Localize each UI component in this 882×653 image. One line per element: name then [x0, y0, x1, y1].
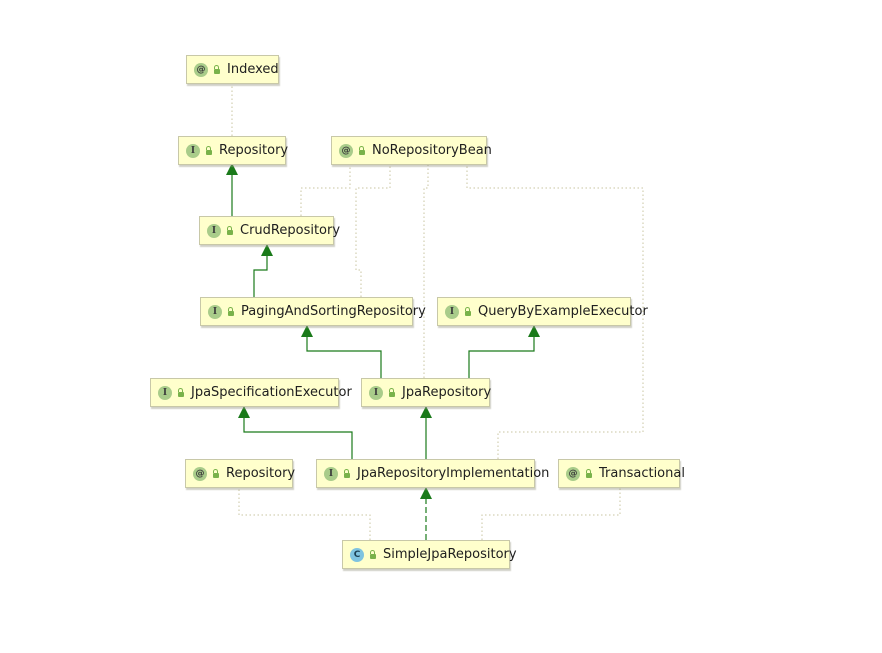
edge-paging-norepositorybean [355, 164, 391, 297]
node-label: JpaRepository [402, 385, 492, 400]
node-jpa-repository[interactable]: I JpaRepository [361, 378, 492, 407]
interface-icon: I [208, 304, 222, 319]
interface-icon: I [207, 223, 221, 238]
public-visibility-icon [358, 146, 366, 155]
node-label: Repository [219, 143, 289, 158]
edge-crud-norepositorybean [300, 164, 351, 216]
edge-jparepositoryimpl-norepositorybean [466, 164, 644, 459]
node-label: PagingAndSortingRepository [241, 304, 426, 319]
node-repository[interactable]: I Repository [178, 136, 289, 165]
annotation-icon: @ [194, 62, 208, 77]
edge-jparepository-norepositorybean [423, 164, 429, 378]
public-visibility-icon [205, 146, 213, 155]
edge-impl-extends-jpaspecification [238, 406, 353, 459]
annotation-icon: @ [566, 466, 580, 481]
public-visibility-icon [227, 307, 235, 316]
node-jpa-specification-executor[interactable]: I JpaSpecificationExecutor [150, 378, 352, 407]
public-visibility-icon [212, 469, 220, 478]
node-query-by-example-executor[interactable]: I QueryByExampleExecutor [437, 297, 648, 326]
node-simple-jpa-repository[interactable]: C SimpleJpaRepository [342, 540, 517, 569]
node-label: NoRepositoryBean [372, 143, 492, 158]
public-visibility-icon [388, 388, 396, 397]
annotation-icon: @ [339, 143, 353, 158]
edge-jparepository-extends-paging [301, 325, 382, 378]
node-jpa-repository-implementation[interactable]: I JpaRepositoryImplementation [316, 459, 549, 488]
node-no-repository-bean[interactable]: @ NoRepositoryBean [331, 136, 492, 165]
edge-jparepository-extends-querybyexample [468, 325, 540, 378]
public-visibility-icon [585, 469, 593, 478]
public-visibility-icon [213, 65, 221, 74]
public-visibility-icon [226, 226, 234, 235]
public-visibility-icon [464, 307, 472, 316]
node-label: CrudRepository [240, 223, 341, 238]
node-label: JpaSpecificationExecutor [191, 385, 352, 400]
class-icon: C [350, 547, 364, 562]
node-indexed[interactable]: @ Indexed [186, 55, 279, 84]
node-label: Repository [226, 466, 296, 481]
node-label: Transactional [599, 466, 685, 481]
interface-icon: I [186, 143, 200, 158]
edge-simplejpa-transactional [481, 488, 621, 540]
public-visibility-icon [343, 469, 351, 478]
edge-simplejpa-repository-annotation [238, 488, 371, 540]
node-label: QueryByExampleExecutor [478, 304, 648, 319]
interface-icon: I [369, 385, 383, 400]
node-repository-annotation[interactable]: @ Repository [185, 459, 296, 488]
annotation-icon: @ [193, 466, 207, 481]
node-transactional[interactable]: @ Transactional [558, 459, 685, 488]
node-paging-and-sorting-repository[interactable]: I PagingAndSortingRepository [200, 297, 426, 326]
public-visibility-icon [369, 550, 377, 559]
node-label: SimpleJpaRepository [383, 547, 517, 562]
interface-icon: I [158, 385, 172, 400]
node-crud-repository[interactable]: I CrudRepository [199, 216, 340, 245]
interface-icon: I [324, 466, 338, 481]
interface-icon: I [445, 304, 459, 319]
public-visibility-icon [177, 388, 185, 397]
edge-paging-extends-crud [253, 244, 273, 297]
node-label: JpaRepositoryImplementation [357, 466, 550, 481]
node-label: Indexed [227, 62, 279, 77]
